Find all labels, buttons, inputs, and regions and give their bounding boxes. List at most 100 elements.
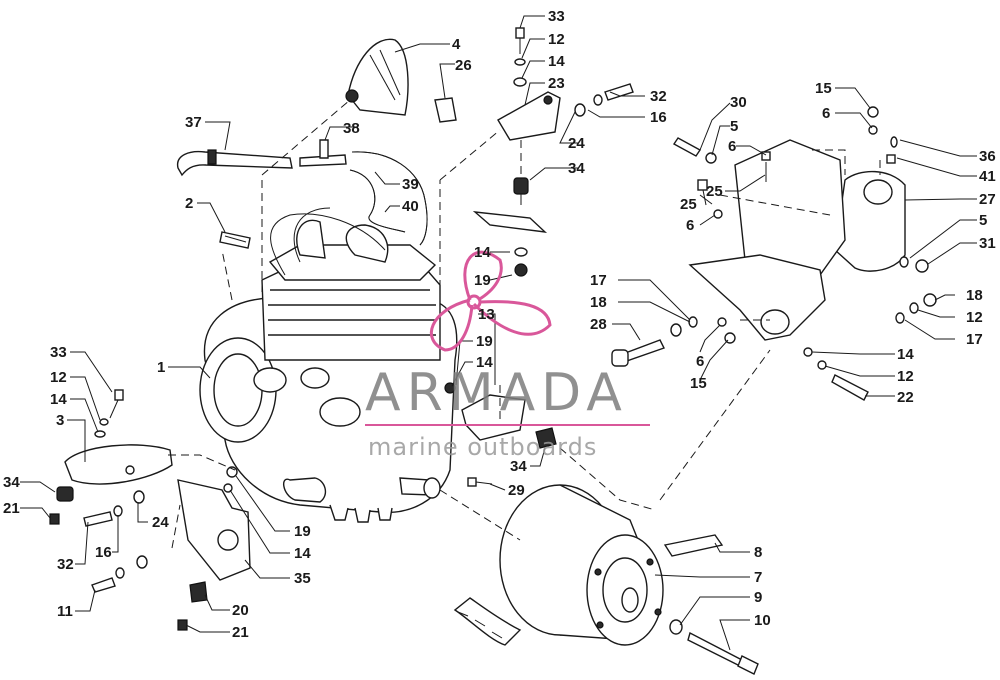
armada-watermark: ARMADA marine outboards <box>365 250 650 461</box>
damper-34-right <box>535 427 557 449</box>
callout-12-top: 12 <box>548 31 565 48</box>
callout-5-right: 5 <box>979 212 987 229</box>
decal-2 <box>219 231 251 249</box>
callout-14-left: 14 <box>50 391 67 408</box>
callout-33-left: 33 <box>50 344 67 361</box>
callout-25-right: 25 <box>706 183 723 200</box>
callout-25-left: 25 <box>680 196 697 213</box>
callout-2: 2 <box>185 195 193 212</box>
callout-14-bottom: 14 <box>897 346 914 363</box>
callout-14-top: 14 <box>548 53 565 70</box>
propeller-logo <box>429 250 552 352</box>
callout-19-right: 19 <box>476 333 493 350</box>
callout-1: 1 <box>157 359 165 376</box>
callout-29: 29 <box>508 482 525 499</box>
callout-11: 11 <box>57 603 73 620</box>
shaft-28 <box>611 316 736 367</box>
callout-14-lower: 14 <box>294 545 311 562</box>
hose-37 <box>176 149 293 177</box>
callout-19-lower: 19 <box>294 523 311 540</box>
callout-33-top: 33 <box>548 8 565 25</box>
callout-19-mid: 19 <box>474 272 491 289</box>
mount-plate-23 <box>497 91 561 141</box>
callout-34-left: 34 <box>3 474 20 491</box>
callout-leaders <box>20 15 977 651</box>
callout-6-chaincase: 6 <box>822 105 830 122</box>
callout-37: 37 <box>185 114 202 131</box>
callout-24-top: 24 <box>568 135 585 152</box>
callout-15-lower: 15 <box>690 375 707 392</box>
callout-41: 41 <box>979 168 996 185</box>
callout-32-top: 32 <box>650 88 667 105</box>
watermark-brand: ARMADA <box>365 363 628 423</box>
callout-18-right: 18 <box>966 287 983 304</box>
callout-6-lower: 6 <box>696 353 704 370</box>
callout-17-right: 17 <box>966 331 983 348</box>
callout-35: 35 <box>294 570 311 587</box>
callout-34-center: 34 <box>510 458 527 475</box>
assembly-lines <box>168 99 881 549</box>
bolt-32-top <box>574 83 634 117</box>
callout-12-left: 12 <box>50 369 67 386</box>
tee-fitting-38 <box>299 139 347 167</box>
callout-15-top: 15 <box>815 80 832 97</box>
callout-10: 10 <box>754 612 771 629</box>
callout-18-left: 18 <box>590 294 607 311</box>
watermark-tagline: marine outboards <box>368 433 597 461</box>
hoses-39-40 <box>349 151 428 246</box>
callout-30: 30 <box>730 94 747 111</box>
callout-12-right: 12 <box>966 309 983 326</box>
damper-34-top <box>513 177 529 205</box>
callout-22: 22 <box>897 389 914 406</box>
callout-38: 38 <box>343 120 360 137</box>
bolt-29 <box>467 477 493 487</box>
chaincase-27 <box>688 139 906 341</box>
callout-6-left: 6 <box>686 217 694 234</box>
callout-14-right: 14 <box>476 354 493 371</box>
callout-13: 13 <box>478 306 495 323</box>
callout-28: 28 <box>590 316 607 333</box>
callout-16-top: 16 <box>650 109 667 126</box>
drive-clutch-7 <box>499 484 664 646</box>
callout-24-left: 24 <box>152 514 169 531</box>
washer-9-bolt-10 <box>669 619 759 675</box>
callout-17-left: 17 <box>590 272 607 289</box>
clip-26 <box>434 97 457 123</box>
callout-34-top: 34 <box>568 160 585 177</box>
callout-5-top: 5 <box>730 118 738 135</box>
callout-26: 26 <box>455 57 472 74</box>
callout-14-mid: 14 <box>474 244 491 261</box>
callout-labels: 33 12 14 23 32 16 24 34 4 26 37 38 39 40… <box>3 8 996 641</box>
callout-20: 20 <box>232 602 249 619</box>
callout-40: 40 <box>402 198 419 215</box>
callout-36: 36 <box>979 148 996 165</box>
callout-7: 7 <box>754 569 762 586</box>
callout-27: 27 <box>979 191 996 208</box>
callout-12-bottom: 12 <box>897 368 914 385</box>
left-hardware <box>49 389 148 593</box>
callout-4: 4 <box>452 36 461 53</box>
callout-9: 9 <box>754 589 762 606</box>
callout-32-left: 32 <box>57 556 74 573</box>
washer-nut-14-19 <box>514 247 528 277</box>
washer-nut-14-19-lower <box>223 466 238 493</box>
callout-31: 31 <box>979 235 996 252</box>
drive-belt-8 <box>453 534 724 646</box>
bracket-4 <box>345 38 409 116</box>
callout-21-lower: 21 <box>232 624 249 641</box>
callout-16-left: 16 <box>95 544 112 561</box>
chaincase-hardware <box>672 106 937 401</box>
callout-8: 8 <box>754 544 762 561</box>
left-mount-3 <box>64 444 173 485</box>
callout-21-left: 21 <box>3 500 20 517</box>
bracket-plate <box>472 211 548 233</box>
bolt-33-top <box>513 27 527 87</box>
lower-bracket-35 <box>177 479 251 631</box>
callout-6-top: 6 <box>728 138 736 155</box>
callout-39: 39 <box>402 176 419 193</box>
callout-23: 23 <box>548 75 565 92</box>
callout-3: 3 <box>56 412 64 429</box>
engine-assembly <box>199 207 458 523</box>
